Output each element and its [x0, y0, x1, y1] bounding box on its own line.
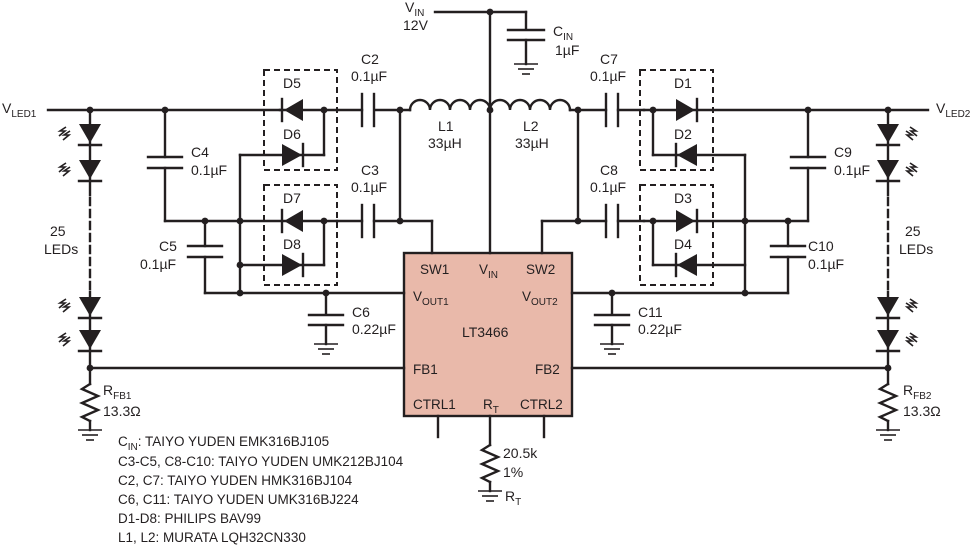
pin-vout2: VOUT2 — [522, 289, 558, 308]
capacitor-c6 — [307, 291, 345, 355]
l1-value: 33µH — [428, 135, 462, 151]
diode-pack-d1-d2 — [639, 69, 714, 171]
note-c6-c11: C6, C11: TAIYO YUDEN UMK316BJ224 — [118, 492, 359, 507]
rfb1-value: 13.3Ω — [103, 403, 141, 419]
vin-node — [433, 8, 546, 255]
c8-name: C8 — [600, 162, 618, 178]
led-count-right: 25 — [905, 223, 921, 239]
inductor-l2 — [488, 98, 608, 112]
c2-value: 0.1µF — [351, 68, 387, 84]
resistor-rt — [478, 414, 502, 502]
c3-name: C3 — [361, 162, 379, 178]
ic-lt3466 — [402, 251, 574, 418]
led-string-right — [875, 106, 919, 370]
l2-name: L2 — [523, 118, 539, 134]
ic-name: LT3466 — [462, 324, 509, 340]
d8-label: D8 — [283, 236, 301, 252]
led-count-right-unit: LEDs — [899, 241, 933, 257]
c9-value: 0.1µF — [834, 162, 870, 178]
capacitor-c3 — [335, 203, 402, 239]
c6-name: C6 — [352, 304, 370, 320]
pin-ctrl1: CTRL1 — [413, 397, 456, 412]
capacitor-c11 — [593, 291, 631, 355]
capacitor-c9 — [789, 106, 827, 223]
led-string-left — [57, 106, 103, 370]
cin-value: 1µF — [555, 42, 579, 58]
bottom-pins — [436, 414, 546, 439]
d2-label: D2 — [674, 126, 692, 142]
vled2-label: VLED2 — [936, 100, 971, 120]
pin-vin: VIN — [479, 262, 498, 281]
pin-ctrl2: CTRL2 — [520, 397, 563, 412]
rt-value: 20.5k — [503, 445, 538, 461]
capacitor-c5 — [186, 217, 224, 295]
pin-sw2: SW2 — [526, 262, 555, 277]
note-diodes: D1-D8: PHILIPS BAV99 — [118, 511, 261, 526]
l1-name: L1 — [438, 118, 454, 134]
c5-name: C5 — [159, 238, 177, 254]
note-c2-c7: C2, C7: TAIYO YUDEN HMK316BJ104 — [118, 473, 353, 488]
capacitor-c2 — [335, 92, 376, 128]
led-count-left-unit: LEDs — [44, 241, 78, 257]
d5-label: D5 — [283, 75, 301, 91]
l2-value: 33µH — [515, 135, 549, 151]
pin-rt: RT — [483, 397, 499, 416]
diode-pack-d7-d8 — [263, 184, 338, 286]
resistor-rfb1 — [78, 366, 102, 441]
capacitor-c4 — [146, 106, 184, 223]
vin-value: 12V — [403, 17, 429, 33]
c7-name: C7 — [600, 51, 618, 67]
capacitor-c10 — [769, 217, 807, 295]
capacitor-c7 — [604, 92, 646, 128]
c8-value: 0.1µF — [590, 179, 626, 195]
c3-value: 0.1µF — [351, 179, 387, 195]
diode-pack-d3-d4 — [639, 184, 714, 286]
note-inductors: L1, L2: MURATA LQH32CN330 — [118, 530, 306, 545]
c7-value: 0.1µF — [590, 68, 626, 84]
c6-value: 0.22µF — [352, 321, 396, 337]
bom-notes: CIN: TAIYO YUDEN EMK316BJ105 C3-C5, C8-C… — [118, 434, 404, 545]
rfb2-label: RFB2 — [903, 382, 932, 402]
pin-vout1: VOUT1 — [413, 289, 449, 308]
cin-label: CIN — [553, 23, 573, 43]
note-cin: CIN: TAIYO YUDEN EMK316BJ105 — [118, 434, 329, 453]
d1-label: D1 — [674, 75, 692, 91]
c10-name: C10 — [808, 238, 834, 254]
c4-value: 0.1µF — [191, 162, 227, 178]
vout1-wire — [203, 289, 406, 297]
pin-sw1: SW1 — [420, 262, 449, 277]
led-count-left: 25 — [50, 223, 66, 239]
d3-label: D3 — [674, 190, 692, 206]
sw-wires — [396, 106, 582, 255]
c11-name: C11 — [638, 304, 663, 320]
resistor-rfb2 — [876, 366, 900, 441]
c11-value: 0.22µF — [638, 321, 682, 337]
right-diode-wiring — [642, 97, 930, 297]
c4-name: C4 — [191, 144, 209, 160]
c10-value: 0.1µF — [808, 256, 844, 272]
rfb1-label: RFB1 — [103, 382, 132, 402]
note-c3-c5: C3-C5, C8-C10: TAIYO YUDEN UMK212BJ104 — [118, 454, 404, 469]
rfb2-value: 13.3Ω — [903, 403, 941, 419]
d4-label: D4 — [674, 236, 692, 252]
c5-value: 0.1µF — [140, 256, 176, 272]
d7-label: D7 — [283, 190, 301, 206]
vin-label: VIN — [405, 0, 424, 19]
vled1-label: VLED1 — [2, 100, 37, 120]
d6-label: D6 — [283, 126, 301, 142]
pin-fb1: FB1 — [413, 362, 438, 377]
vout2-wire — [570, 289, 790, 297]
capacitor-c8 — [576, 203, 646, 239]
diode-pack-d5-d6 — [263, 69, 338, 171]
c2-name: C2 — [361, 51, 379, 67]
inductor-l1 — [374, 98, 492, 112]
pin-fb2: FB2 — [535, 362, 560, 377]
c9-name: C9 — [834, 144, 852, 160]
rt-tolerance: 1% — [503, 464, 523, 480]
rt-label: RT — [505, 488, 521, 508]
